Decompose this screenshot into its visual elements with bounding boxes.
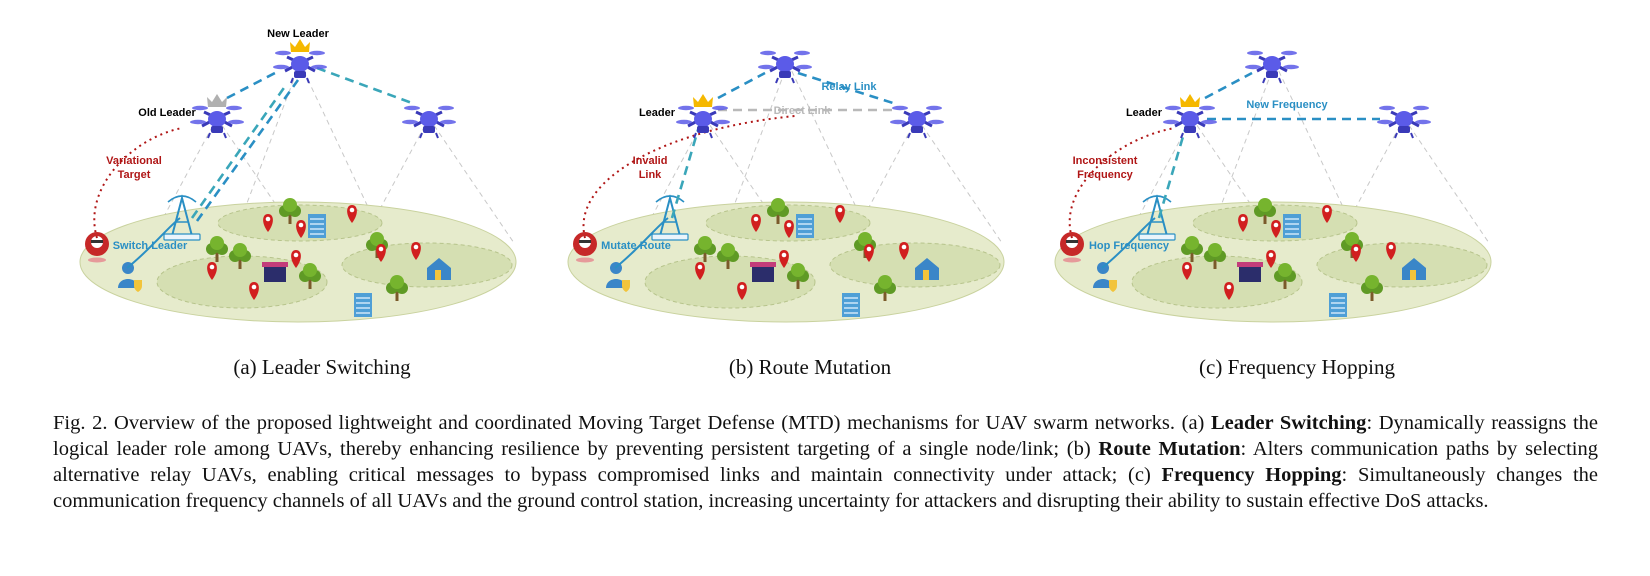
- crown-icon: [1180, 94, 1200, 107]
- link-gcs-to-new-leader: [190, 84, 288, 219]
- link-gcs-to-new-leader-2: [195, 79, 300, 222]
- caption-text-c: : Simultaneously changes the communicati…: [53, 464, 1598, 512]
- label-mutate-route: Mutate Route: [601, 240, 671, 252]
- uav-relay: [758, 50, 812, 84]
- caption-prefix: Fig. 2. Overview of the proposed lightwe…: [53, 412, 1211, 434]
- caption-text-b: : Alters communication paths by selectin…: [53, 438, 1598, 486]
- link-new-to-follower: [316, 66, 413, 105]
- subcaption-c: (c) Frequency Hopping: [1199, 355, 1395, 379]
- link-leader-to-relay: [717, 71, 766, 100]
- caption-term-c: Frequency Hopping: [1161, 464, 1342, 486]
- link-leader-to-uav-top: [1204, 71, 1253, 100]
- gcs-command-path: [614, 217, 669, 269]
- link-gcs-to-leader: [1157, 122, 1189, 219]
- link-relay-to-follower: [797, 71, 894, 105]
- label-relay-link: Relay Link: [821, 81, 877, 93]
- uav-new-leader: [273, 50, 327, 84]
- attack-path: [582, 115, 796, 239]
- label-new-leader: New Leader: [267, 28, 329, 40]
- attack-path: [93, 127, 183, 239]
- link-old-to-new: [226, 71, 276, 100]
- label-new-frequency: New Frequency: [1246, 99, 1328, 111]
- uav-leader: [1163, 105, 1217, 139]
- label-old-leader: Old Leader: [138, 107, 196, 119]
- subcaption-a: (a) Leader Switching: [233, 355, 411, 379]
- uav-follower: [890, 105, 944, 139]
- label-direct-link: Direct Link: [774, 105, 832, 117]
- link-gcs-to-leader: [670, 122, 702, 219]
- caption-text-a: : Dynamically reassigns the logical lead…: [53, 412, 1599, 460]
- crown-icon: [693, 94, 713, 107]
- gcs-command-path: [1101, 217, 1156, 269]
- caption-term-b: Route Mutation: [1098, 438, 1241, 460]
- gcs-command-path: [126, 217, 181, 269]
- uav-follower: [402, 105, 456, 139]
- uav-follower: [1377, 105, 1431, 139]
- crown-icon: [290, 39, 310, 52]
- uav-old-leader: [190, 105, 244, 139]
- crown-gray-icon: [207, 94, 227, 107]
- subcaption-b: (b) Route Mutation: [728, 355, 892, 379]
- label-leader: Leader: [639, 107, 676, 119]
- label-hop-frequency: Hop Frequency: [1089, 240, 1170, 252]
- uav-top: [1245, 50, 1299, 84]
- label-leader: Leader: [1126, 107, 1163, 119]
- caption-term-a: Leader Switching: [1211, 412, 1367, 434]
- label-switch-leader: Switch Leader: [113, 240, 188, 252]
- figure-caption: Fig. 2. Overview of the proposed lightwe…: [53, 410, 1598, 514]
- uav-leader: [676, 105, 730, 139]
